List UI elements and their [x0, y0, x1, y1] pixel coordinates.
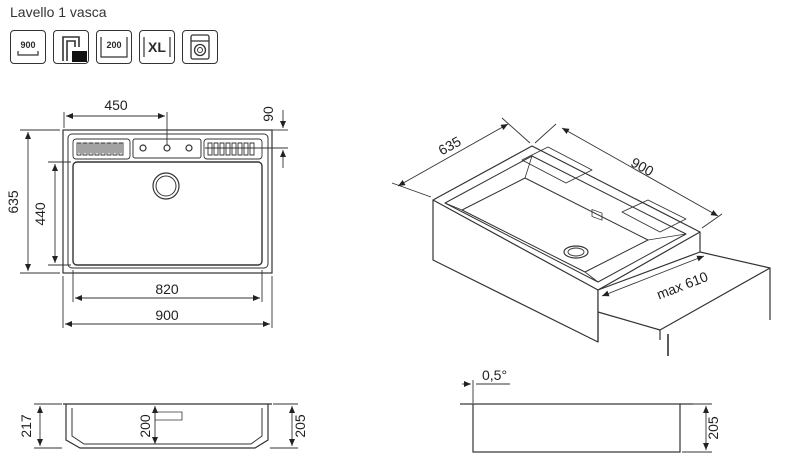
side-view: [460, 403, 693, 453]
top-view: [62, 129, 273, 274]
xl-size-badge: XL: [139, 30, 175, 64]
section-view: [63, 403, 272, 449]
tap-hole-center: [163, 144, 171, 152]
depth-200-label: 200: [106, 40, 122, 50]
dim-side-205: 205: [705, 416, 721, 440]
section-dimensions: [34, 403, 298, 449]
dim-iso-900: 900: [628, 154, 656, 179]
top-view-drain: [152, 172, 180, 200]
dim-top-820: 820: [155, 281, 179, 297]
dim-top-635: 635: [5, 190, 21, 214]
iso-drain-inner: [567, 247, 585, 257]
section-overflow: [154, 411, 183, 421]
depth-icon: [100, 37, 128, 58]
iso-bowl-bottom: [461, 177, 649, 273]
dim-top-900: 900: [155, 307, 179, 323]
page-title: Lavello 1 vasca: [10, 4, 107, 20]
top-view-dimensions: [20, 110, 288, 328]
side-dimensions: [462, 380, 712, 453]
tap-hole-left: [139, 144, 147, 152]
undermount-install-badge: [53, 30, 89, 64]
top-view-drain-inner: [155, 175, 177, 197]
xl-label: XL: [148, 39, 166, 55]
drain-ribs-left: [72, 138, 131, 160]
dim-sec-200: 200: [137, 414, 153, 438]
section-inner: [71, 408, 263, 445]
cabinet-width-icon: [17, 51, 39, 56]
feature-badges: 900 200 XL: [10, 30, 218, 64]
section-outer: [65, 404, 269, 449]
iso-front-face: [432, 200, 599, 343]
dishwasher-icon: [190, 34, 210, 60]
dim-side-angle: 0,5°: [482, 367, 507, 383]
tap-hole-right: [185, 144, 193, 152]
top-view-bowl: [72, 161, 263, 266]
depth-200-badge: 200: [96, 30, 132, 64]
undermount-icon: [62, 36, 87, 62]
dishwasher-badge: [182, 30, 218, 64]
iso-view: [432, 145, 771, 356]
iso-drain: [563, 245, 589, 259]
dim-sec-205: 205: [292, 414, 308, 438]
iso-countertop-edges: [597, 268, 771, 342]
cabinet-width-badge: 900: [10, 30, 46, 64]
side-body: [472, 403, 681, 453]
iso-dimensions: [391, 117, 723, 297]
dim-sec-217: 217: [18, 414, 34, 438]
top-view-outline: [62, 129, 273, 274]
dim-top-450: 450: [104, 97, 128, 113]
dim-iso-635: 635: [435, 133, 463, 158]
drain-ribs-right: [203, 138, 263, 160]
iso-rear-shelf: [621, 199, 687, 233]
iso-tap-deck: [521, 146, 593, 184]
dim-top-440: 440: [32, 202, 48, 226]
top-view-inner-edge: [67, 133, 269, 269]
iso-bowl-walls: [444, 155, 687, 283]
dim-top-90: 90: [260, 106, 276, 122]
xl-frame-icon: [143, 37, 171, 57]
cabinet-width-label: 900: [20, 40, 36, 50]
